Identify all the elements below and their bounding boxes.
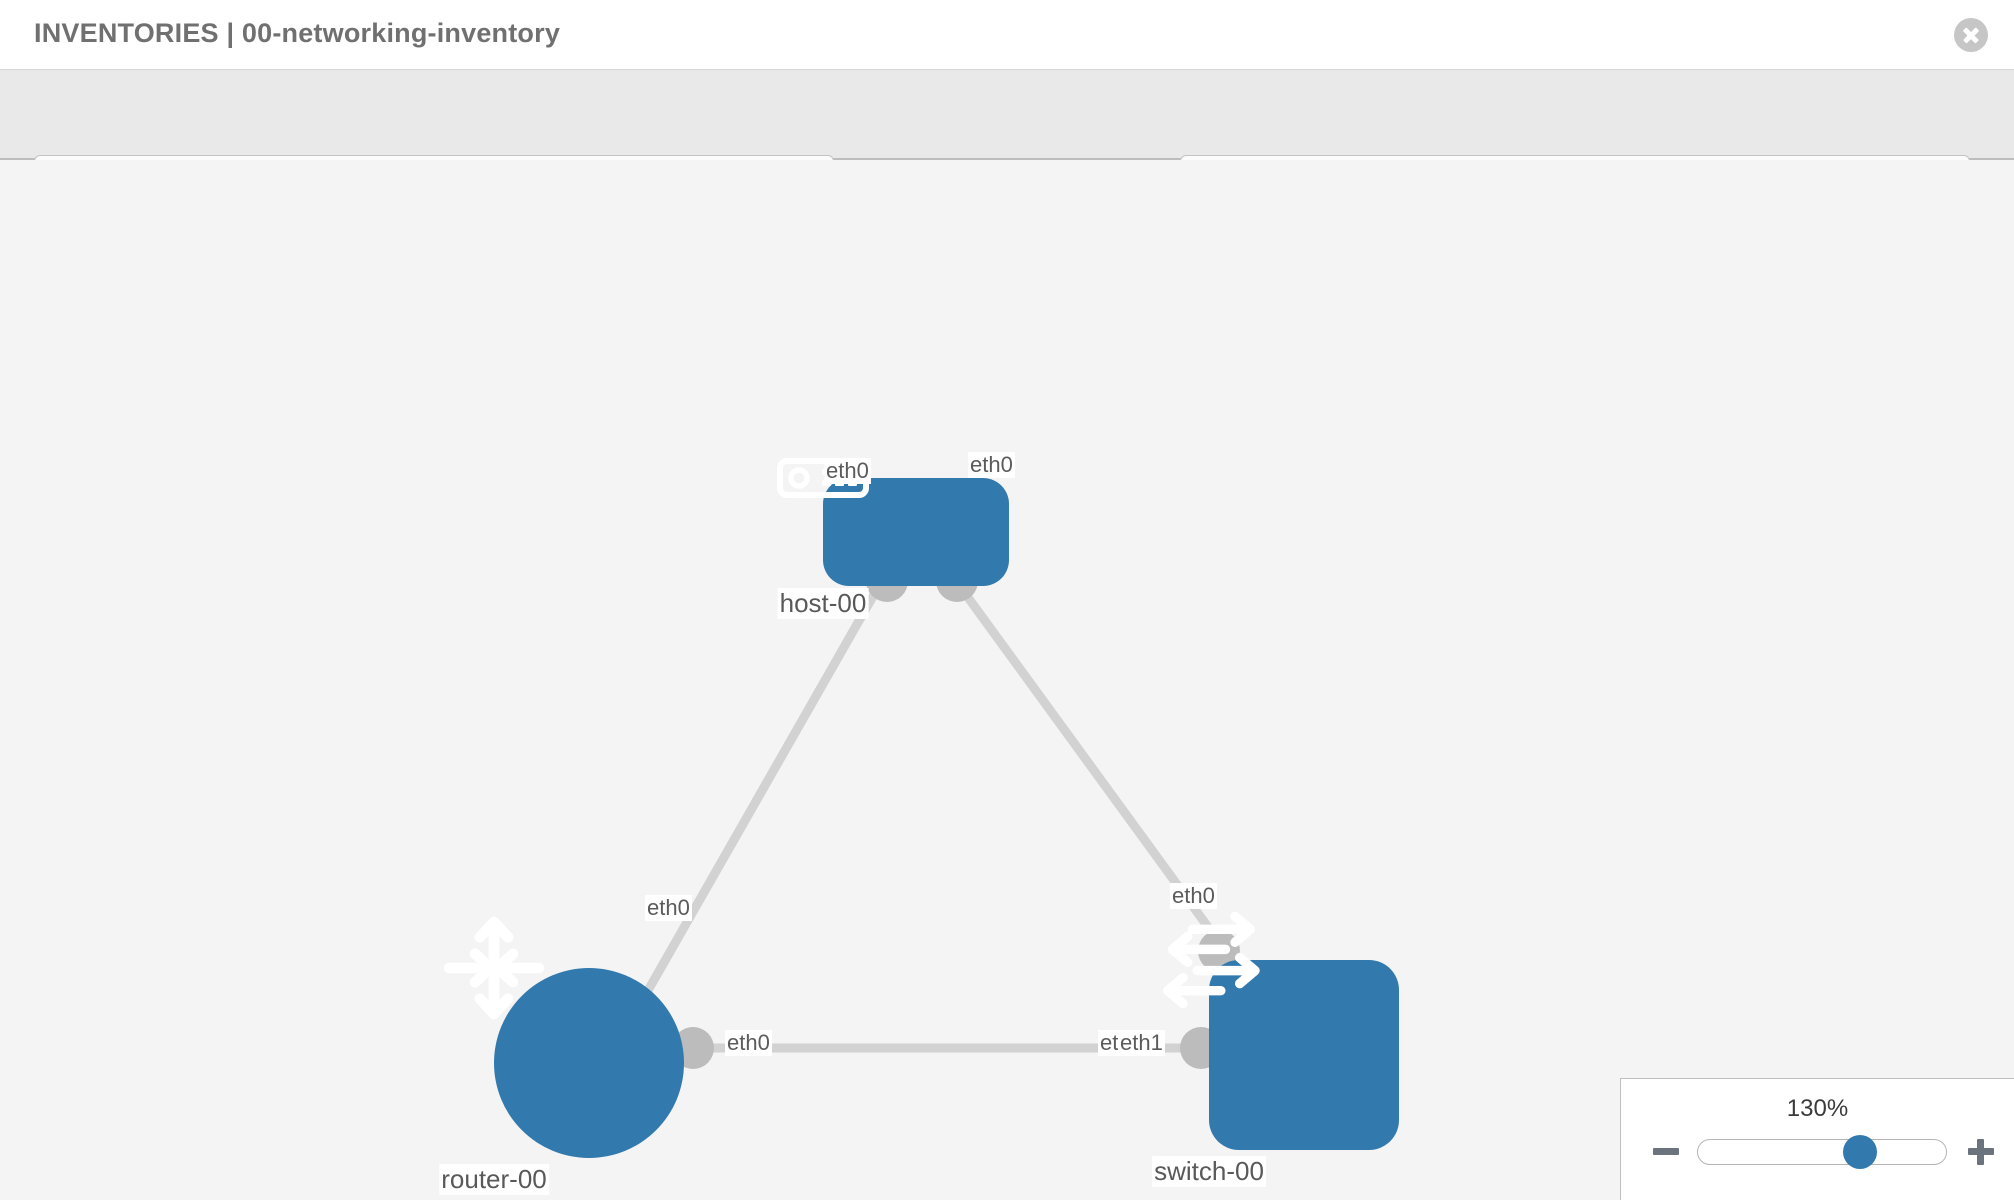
plus-icon[interactable] — [1966, 1137, 1996, 1167]
toolbar: ACTIONS SEARCH — [0, 70, 2014, 213]
topology-links — [626, 567, 1236, 1053]
minus-icon[interactable] — [1651, 1137, 1681, 1167]
edge-label-host-left: eth0 — [824, 458, 871, 484]
page-header: INVENTORIES | 00-networking-inventory — [0, 0, 2014, 70]
topology-canvas[interactable]: host-00 router-00 — [0, 160, 2014, 1200]
edge-label-switch-up: eth0 — [1170, 883, 1217, 909]
edge-label-switch-eth1: eth1 — [1118, 1030, 1165, 1056]
zoom-slider-track[interactable] — [1697, 1139, 1947, 1165]
switch-node-shape — [1209, 960, 1399, 1150]
link-host-router — [626, 567, 892, 1025]
host-node-label: host-00 — [777, 588, 869, 619]
zoom-level-value: 130% — [1786, 1095, 1849, 1122]
zoom-control-panel: 130% — [1620, 1078, 2014, 1200]
edge-label-router-right: eth0 — [725, 1030, 772, 1056]
edge-label-host-right: eth0 — [968, 452, 1015, 478]
router-node-label: router-00 — [439, 1164, 549, 1195]
router-icon — [443, 916, 545, 1020]
page-title: INVENTORIES | 00-networking-inventory — [34, 18, 561, 48]
switch-icon — [1162, 911, 1260, 1009]
router-node-shape — [494, 968, 684, 1158]
edge-label-router-up: eth0 — [645, 895, 692, 921]
close-icon[interactable] — [1954, 18, 1988, 52]
switch-node-label: switch-00 — [1152, 1156, 1266, 1187]
zoom-slider-thumb[interactable] — [1843, 1135, 1877, 1169]
